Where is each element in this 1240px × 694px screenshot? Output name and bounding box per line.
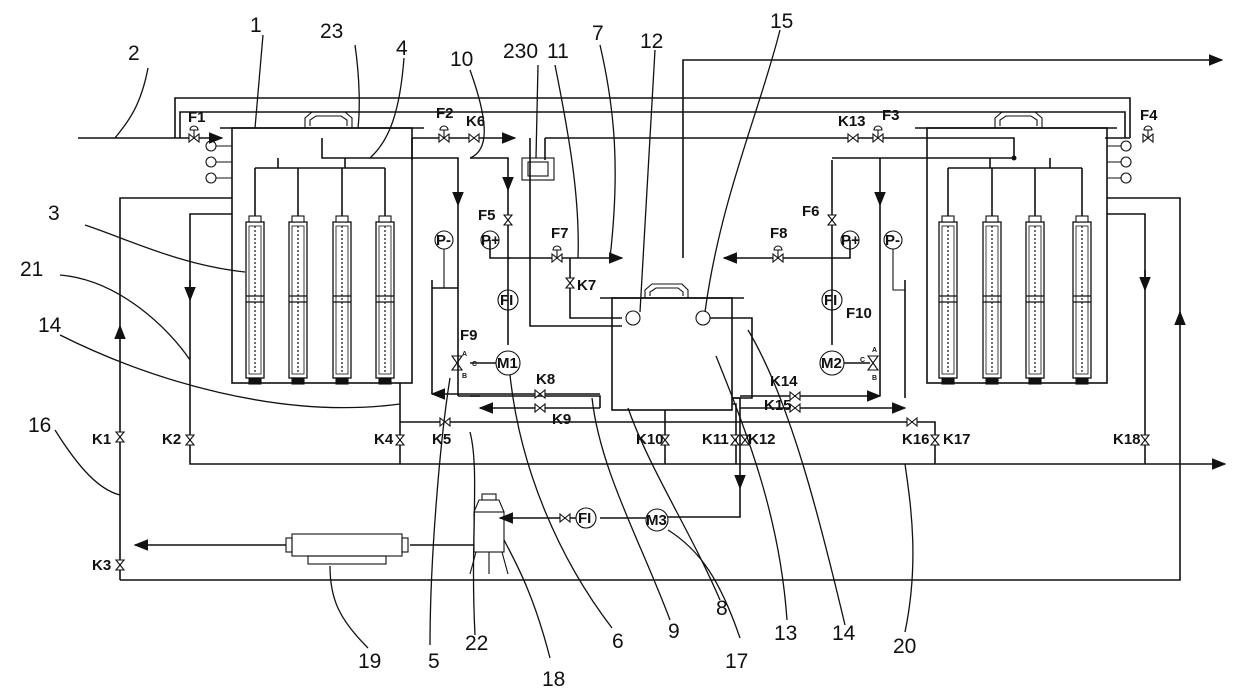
label-13: 13 bbox=[774, 622, 797, 645]
label-m1: M1 bbox=[497, 355, 518, 372]
heater-unit bbox=[291, 533, 403, 557]
label-230: 230 bbox=[503, 40, 538, 63]
label-port-a-left: A bbox=[462, 351, 467, 358]
label-k16: K16 bbox=[902, 431, 930, 448]
label-fi-right: FI bbox=[824, 292, 837, 309]
label-k8: K8 bbox=[536, 371, 555, 388]
label-fi-bottom: FI bbox=[578, 510, 591, 527]
label-k4: K4 bbox=[374, 431, 394, 448]
label-3: 3 bbox=[48, 202, 60, 225]
label-19: 19 bbox=[358, 650, 381, 673]
label-14-right: 14 bbox=[832, 622, 856, 645]
pump-m3-icon bbox=[645, 508, 669, 532]
label-4: 4 bbox=[396, 37, 408, 60]
label-12: 12 bbox=[640, 30, 663, 53]
label-f6: F6 bbox=[802, 203, 820, 220]
label-port-c-left: C bbox=[472, 361, 477, 368]
label-m2: M2 bbox=[821, 355, 842, 372]
label-k2: K2 bbox=[162, 431, 181, 448]
label-k5: K5 bbox=[432, 431, 451, 448]
label-p-minus-right: P- bbox=[885, 232, 900, 249]
filter-vessel bbox=[473, 511, 505, 553]
pressure-gauge-left-plus bbox=[480, 230, 500, 250]
label-11: 11 bbox=[547, 40, 569, 63]
label-16: 16 bbox=[28, 414, 51, 437]
pressure-gauge-right-plus bbox=[840, 230, 860, 250]
label-f10: F10 bbox=[846, 305, 872, 322]
label-k13: K13 bbox=[838, 113, 866, 130]
label-14-left: 14 bbox=[38, 314, 62, 337]
label-f1: F1 bbox=[188, 109, 206, 126]
label-f5: F5 bbox=[478, 207, 496, 224]
label-9: 9 bbox=[668, 620, 680, 643]
label-k11: K11 bbox=[702, 431, 729, 448]
leader-lines bbox=[54, 29, 914, 659]
label-f3: F3 bbox=[882, 107, 900, 124]
label-k15: K15 bbox=[764, 397, 792, 414]
label-k12: K12 bbox=[748, 431, 776, 448]
label-10: 10 bbox=[450, 48, 473, 71]
flow-indicator-right bbox=[821, 289, 843, 311]
right-membrane-tank bbox=[915, 111, 1132, 385]
label-21: 21 bbox=[20, 258, 43, 281]
label-5: 5 bbox=[428, 650, 440, 673]
label-1: 1 bbox=[250, 14, 262, 37]
label-7: 7 bbox=[592, 22, 604, 45]
label-6: 6 bbox=[612, 630, 624, 653]
label-f8: F8 bbox=[770, 225, 788, 242]
label-p-minus-left: P- bbox=[436, 232, 451, 249]
block-230 bbox=[521, 157, 555, 181]
label-17: 17 bbox=[725, 650, 748, 673]
label-k14: K14 bbox=[770, 373, 798, 390]
valve-labels: K1 K2 K3 K4 K5 K6 K7 K8 K9 K10 K11 K12 K… bbox=[92, 105, 1158, 574]
label-port-a-right: A bbox=[872, 347, 877, 354]
bottom-cleaning-loop bbox=[133, 488, 741, 575]
label-k9: K9 bbox=[552, 411, 571, 428]
label-port-c-right: C bbox=[860, 357, 865, 364]
label-m3: M3 bbox=[646, 512, 667, 529]
label-2: 2 bbox=[128, 42, 140, 65]
left-pipework bbox=[114, 138, 1227, 580]
label-p-plus-left: P+ bbox=[481, 232, 500, 249]
label-f4: F4 bbox=[1140, 107, 1158, 124]
label-20: 20 bbox=[893, 635, 916, 658]
label-15: 15 bbox=[770, 10, 793, 33]
label-23: 23 bbox=[320, 20, 343, 43]
label-k6: K6 bbox=[466, 113, 485, 130]
label-f2: F2 bbox=[436, 105, 454, 122]
label-port-b-left: B bbox=[462, 373, 467, 380]
label-8: 8 bbox=[716, 597, 728, 620]
label-f9: F9 bbox=[460, 327, 478, 344]
label-fi-left: FI bbox=[500, 292, 513, 309]
label-22: 22 bbox=[465, 632, 488, 655]
label-p-plus-right: P+ bbox=[841, 232, 860, 249]
part-number-labels: 1 2 3 4 5 6 7 8 9 10 11 12 13 14 14 15 1… bbox=[20, 10, 916, 691]
label-k7: K7 bbox=[577, 277, 596, 294]
left-membrane-tank bbox=[205, 111, 424, 385]
label-k1: K1 bbox=[92, 431, 111, 448]
label-port-b-right: B bbox=[872, 375, 877, 382]
label-18: 18 bbox=[542, 668, 565, 691]
label-k18: K18 bbox=[1113, 431, 1141, 448]
label-k10: K10 bbox=[636, 431, 664, 448]
center-water-tank bbox=[600, 283, 746, 490]
label-f7: F7 bbox=[551, 225, 569, 242]
instrument-labels: P- P+ P+ P- FI FI FI M1 M2 M3 A B C A B … bbox=[436, 232, 900, 529]
flow-indicator-left bbox=[497, 289, 519, 311]
label-k17: K17 bbox=[943, 431, 971, 448]
label-k3: K3 bbox=[92, 557, 111, 574]
